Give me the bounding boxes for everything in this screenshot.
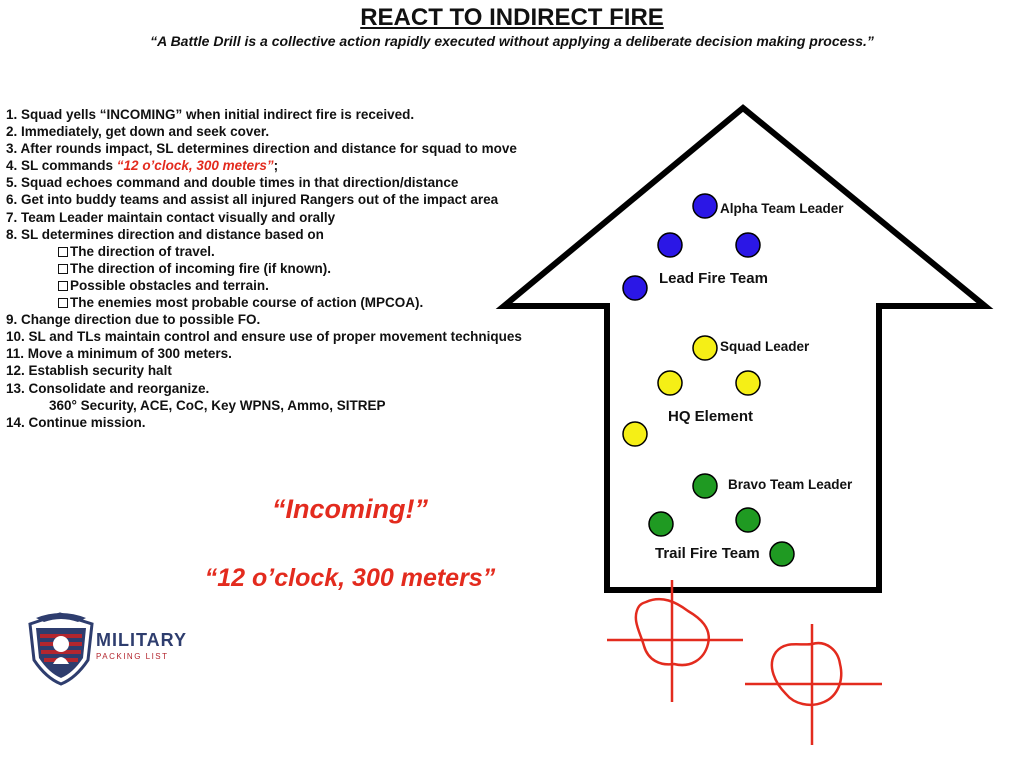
step-9: 9. Change direction due to possible FO. — [6, 312, 261, 328]
soldier-marker — [735, 370, 761, 396]
alpha-team — [622, 193, 761, 301]
soldier-marker — [657, 370, 683, 396]
alpha-team-leader-marker — [692, 193, 718, 219]
step-2: 2. Immediately, get down and seek cover. — [6, 124, 270, 140]
step-8-item-text: The direction of incoming fire (if known… — [70, 260, 331, 276]
incoming-callout: “Incoming!” — [272, 494, 428, 524]
step-11: 11. Move a minimum of 300 meters. — [6, 346, 232, 362]
soldier-marker — [622, 275, 648, 301]
step-8-item: The direction of incoming fire (if known… — [6, 260, 586, 277]
impact-area-outline — [770, 641, 843, 706]
shield-eagle-icon — [28, 612, 94, 686]
impact-area-outline — [634, 597, 711, 667]
step-4-prefix: 4. SL commands — [6, 158, 117, 174]
soldier-marker — [622, 421, 648, 447]
command-callout: “12 o’clock, 300 meters” — [204, 564, 496, 592]
soldier-marker — [769, 541, 795, 567]
impact-marker-1 — [607, 580, 743, 702]
step-3: 3. After rounds impact, SL determines di… — [6, 141, 517, 157]
squad-leader-marker — [692, 335, 718, 361]
step-13-note: 360° Security, ACE, CoC, Key WPNS, Ammo,… — [49, 397, 386, 413]
logo-wordmark: MILITARY — [96, 630, 187, 650]
soldier-marker — [735, 232, 761, 258]
checkbox-icon — [58, 246, 68, 257]
bravo-team-leader-marker — [692, 473, 718, 499]
checkbox-icon — [58, 298, 68, 309]
bravo-team — [648, 473, 795, 567]
step-1: 1. Squad yells “INCOMING” when initial i… — [6, 107, 415, 122]
hq-element-label: HQ Element — [668, 408, 753, 425]
page-subtitle: “A Battle Drill is a collective action r… — [150, 33, 874, 49]
alpha-team-leader-label: Alpha Team Leader — [720, 201, 844, 216]
step-4-command: “12 o’clock, 300 meters” — [116, 158, 274, 174]
bravo-team-leader-label: Bravo Team Leader — [728, 477, 853, 492]
direction-arrow — [495, 104, 994, 593]
step-14: 14. Continue mission. — [6, 414, 146, 430]
step-8-item: The direction of travel. — [6, 243, 586, 260]
military-packing-list-logo: MILITARY PACKING LIST — [26, 610, 216, 686]
squad-leader-label: Squad Leader — [720, 339, 810, 354]
soldier-marker — [735, 507, 761, 533]
step-4: 4. SL commands “12 o’clock, 300 meters”; — [6, 157, 586, 174]
page-title: REACT TO INDIRECT FIRE — [360, 4, 664, 31]
step-6: 6. Get into buddy teams and assist all i… — [6, 192, 499, 208]
hq-element — [622, 335, 761, 447]
soldier-marker — [657, 232, 683, 258]
step-8-item: Possible obstacles and terrain. — [6, 277, 586, 294]
step-8-item-text: The direction of travel. — [70, 243, 215, 259]
step-12: 12. Establish security halt — [6, 363, 172, 379]
step-5: 5. Squad echoes command and double times… — [6, 175, 459, 191]
step-8-item-text: The enemies most probable course of acti… — [70, 295, 424, 311]
impact-marker-2 — [745, 624, 882, 745]
step-8-item: The enemies most probable course of acti… — [6, 294, 586, 311]
step-10: 10. SL and TLs maintain control and ensu… — [6, 329, 522, 345]
soldier-marker — [648, 511, 674, 537]
checkbox-icon — [58, 280, 68, 291]
step-8: 8. SL determines direction and distance … — [6, 226, 324, 242]
step-4-suffix: ; — [273, 158, 279, 174]
checkbox-icon — [58, 263, 68, 274]
trail-fire-team-label: Trail Fire Team — [655, 545, 760, 562]
drill-steps-list: 1. Squad yells “INCOMING” when initial i… — [6, 106, 586, 431]
logo-subtitle: PACKING LIST — [96, 652, 169, 661]
lead-fire-team-label: Lead Fire Team — [659, 270, 768, 287]
step-13: 13. Consolidate and reorganize. — [6, 380, 210, 396]
step-7: 7. Team Leader maintain contact visually… — [6, 209, 336, 225]
step-8-item-text: Possible obstacles and terrain. — [70, 277, 269, 293]
